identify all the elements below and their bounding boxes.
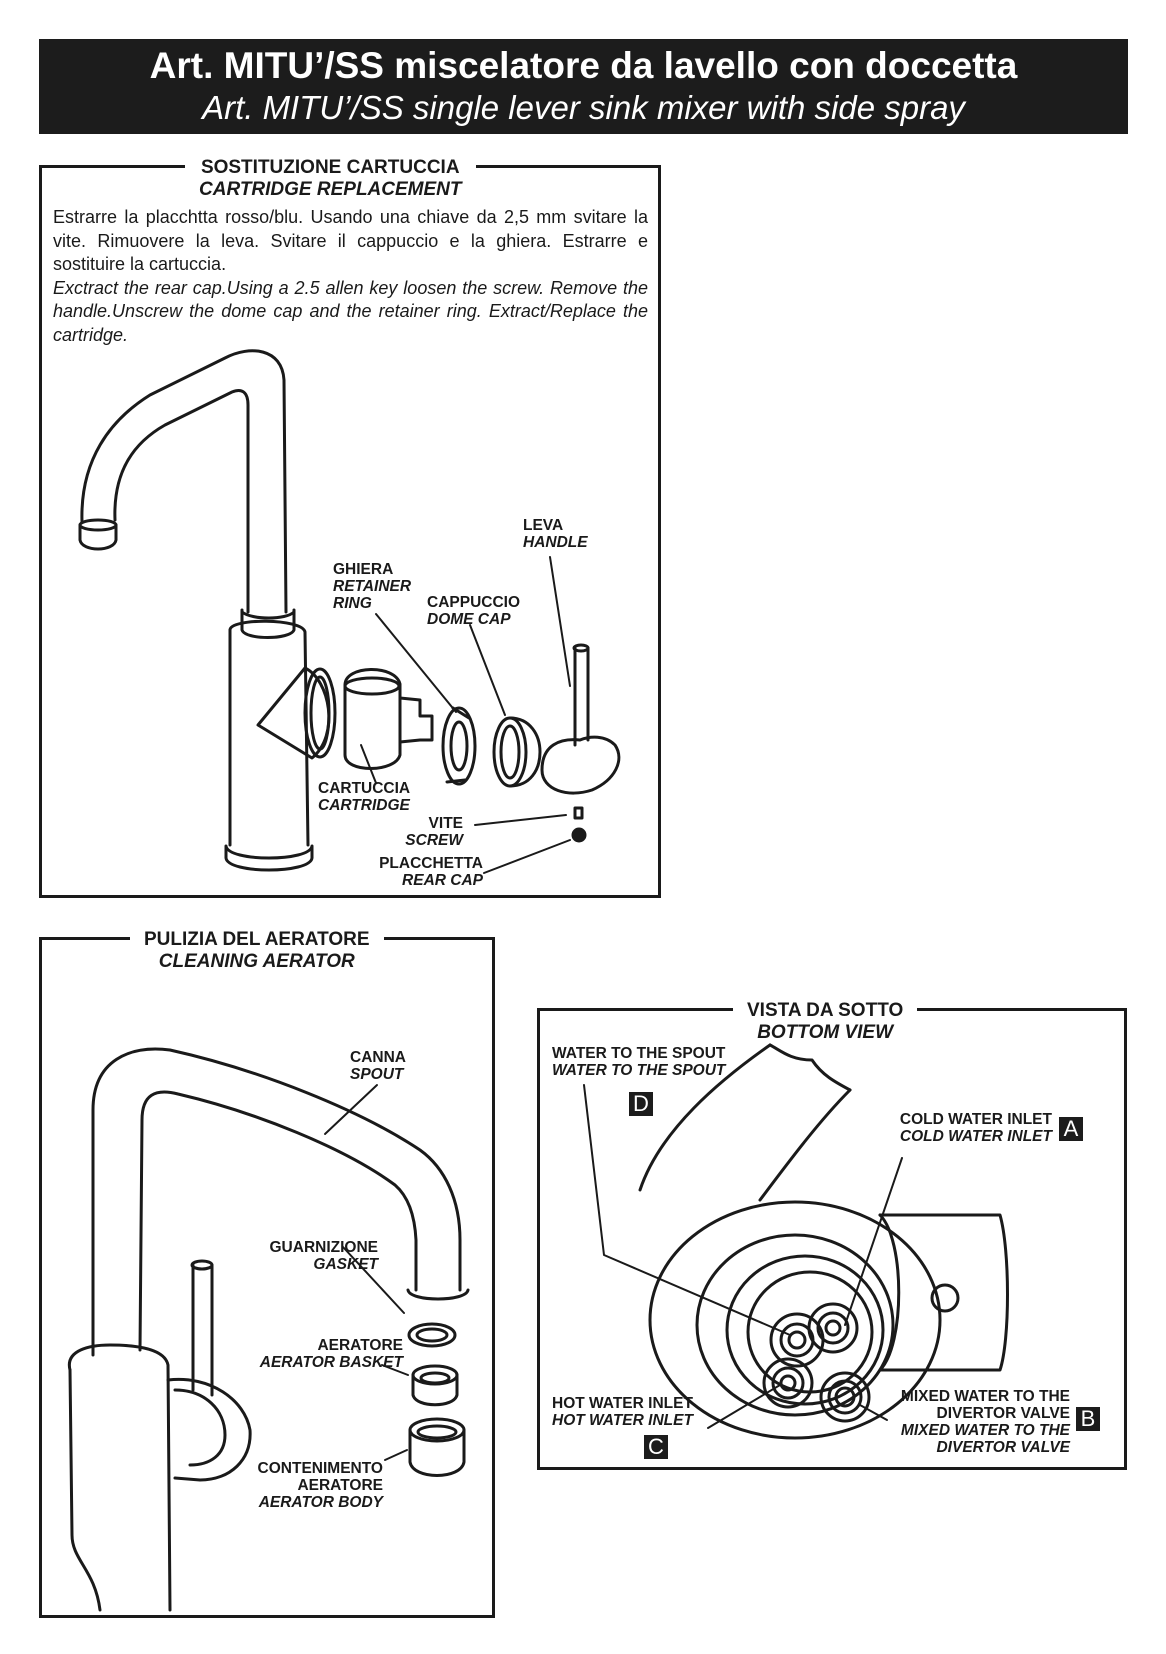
label-aerator-body-it2: AERATORE bbox=[297, 1477, 383, 1494]
label-dome-cap: CAPPUCCIO DOME CAP bbox=[427, 594, 520, 628]
label-screw-en: SCREW bbox=[405, 832, 463, 849]
label-aerator-basket: AERATORE AERATOR BASKET bbox=[240, 1337, 403, 1371]
label-gasket-en: GASKET bbox=[313, 1256, 378, 1273]
aerator-title-en: CLEANING AERATOR bbox=[158, 951, 355, 972]
label-rear-cap: PLACCHETTA REAR CAP bbox=[365, 855, 483, 889]
letter-d-badge: D bbox=[629, 1092, 653, 1116]
label-rear-cap-en: REAR CAP bbox=[402, 872, 483, 889]
label-hot-it: HOT WATER INLET bbox=[552, 1395, 693, 1412]
bottom-title-en: BOTTOM VIEW bbox=[757, 1022, 894, 1043]
label-spout-it: CANNA bbox=[350, 1049, 406, 1066]
label-retainer-it: GHIERA bbox=[333, 561, 394, 578]
label-handle-en: HANDLE bbox=[523, 534, 588, 551]
label-cold-water-inlet: COLD WATER INLET COLD WATER INLET bbox=[860, 1111, 1052, 1145]
letter-a-badge: A bbox=[1059, 1117, 1083, 1141]
label-mixed-water: MIXED WATER TO THE DIVERTOR VALVE MIXED … bbox=[860, 1388, 1070, 1456]
cartridge-panel bbox=[39, 165, 661, 898]
bottom-view-panel bbox=[537, 1008, 1127, 1470]
label-aerator-body: CONTENIMENTO AERATORE AERATOR BODY bbox=[240, 1460, 383, 1511]
instructions-it: Estrarre la placchtta rosso/blu. Usando … bbox=[53, 207, 648, 274]
cartridge-panel-title: SOSTITUZIONE CARTUCCIA CARTRIDGE REPLACE… bbox=[185, 157, 476, 201]
label-hot-water-inlet: HOT WATER INLET HOT WATER INLET bbox=[552, 1395, 693, 1429]
label-rear-cap-it: PLACCHETTA bbox=[379, 855, 483, 872]
label-cartridge-it: CARTUCCIA bbox=[318, 780, 411, 797]
label-water-to-spout: WATER TO THE SPOUT WATER TO THE SPOUT bbox=[552, 1045, 725, 1079]
label-aerator-it: AERATORE bbox=[317, 1337, 403, 1354]
page-header: Art. MITU’/SS miscelatore da lavello con… bbox=[39, 39, 1128, 134]
letter-c-badge: C bbox=[644, 1435, 668, 1459]
instructions-en: Exctract the rear cap.Using a 2.5 allen … bbox=[53, 277, 648, 345]
label-dome-it: CAPPUCCIO bbox=[427, 594, 521, 611]
label-cold-en: COLD WATER INLET bbox=[899, 1128, 1052, 1145]
label-spout-en: SPOUT bbox=[350, 1066, 404, 1083]
label-cold-it: COLD WATER INLET bbox=[899, 1111, 1052, 1128]
letter-b-badge: B bbox=[1076, 1407, 1100, 1431]
label-retainer-en1: RETAINER bbox=[333, 578, 412, 595]
bottom-title-it: VISTA DA SOTTO bbox=[747, 1000, 904, 1021]
label-dome-en: DOME CAP bbox=[427, 611, 511, 628]
label-water-spout-it: WATER TO THE SPOUT bbox=[552, 1045, 726, 1062]
label-water-spout-en: WATER TO THE SPOUT bbox=[552, 1062, 726, 1079]
label-aerator-en: AERATOR BASKET bbox=[259, 1354, 403, 1371]
label-mixed-it1: MIXED WATER TO THE bbox=[900, 1388, 1070, 1405]
label-mixed-en2: DIVERTOR VALVE bbox=[936, 1439, 1070, 1456]
title-italian: Art. MITU’/SS miscelatore da lavello con… bbox=[149, 45, 1018, 86]
label-mixed-it2: DIVERTOR VALVE bbox=[936, 1405, 1071, 1422]
title-english: Art. MITU’/SS single lever sink mixer wi… bbox=[202, 89, 965, 126]
aerator-panel bbox=[39, 937, 495, 1618]
label-cartridge: CARTUCCIA CARTRIDGE bbox=[318, 780, 410, 814]
label-spout: CANNA SPOUT bbox=[350, 1049, 406, 1083]
label-retainer-en2: RING bbox=[333, 595, 372, 612]
label-screw: VITE SCREW bbox=[395, 815, 463, 849]
label-mixed-en1: MIXED WATER TO THE bbox=[900, 1422, 1070, 1439]
label-gasket-it: GUARNIZIONE bbox=[269, 1239, 379, 1256]
cartridge-title-en: CARTRIDGE REPLACEMENT bbox=[199, 179, 462, 200]
label-hot-en: HOT WATER INLET bbox=[552, 1412, 693, 1429]
label-gasket: GUARNIZIONE GASKET bbox=[250, 1239, 379, 1273]
label-handle: LEVA HANDLE bbox=[523, 517, 588, 551]
label-handle-it: LEVA bbox=[523, 517, 564, 534]
label-aerator-body-en: AERATOR BODY bbox=[258, 1494, 383, 1511]
aerator-panel-title: PULIZIA DEL AERATORE CLEANING AERATOR bbox=[130, 929, 384, 973]
aerator-title-it: PULIZIA DEL AERATORE bbox=[144, 929, 370, 950]
cartridge-instructions: Estrarre la placchtta rosso/blu. Usando … bbox=[53, 206, 648, 347]
label-aerator-body-it1: CONTENIMENTO bbox=[257, 1460, 383, 1477]
label-screw-it: VITE bbox=[428, 815, 463, 832]
cartridge-title-it: SOSTITUZIONE CARTUCCIA bbox=[200, 157, 460, 178]
label-retainer-ring: GHIERA RETAINER RING bbox=[333, 561, 411, 612]
label-cartridge-en: CARTRIDGE bbox=[318, 797, 410, 814]
bottom-view-title: VISTA DA SOTTO BOTTOM VIEW bbox=[733, 1000, 918, 1044]
